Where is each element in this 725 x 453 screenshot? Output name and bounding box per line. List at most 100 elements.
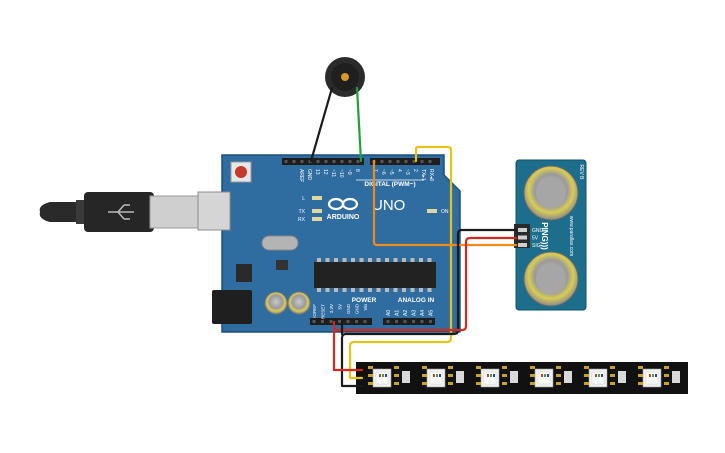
strip-pad xyxy=(448,366,453,369)
sensor-rev: REV B xyxy=(578,164,584,180)
chip-pin xyxy=(351,258,355,262)
header-pin xyxy=(355,320,358,323)
strip-pad xyxy=(368,374,373,377)
strip-pad xyxy=(476,382,481,385)
header-pin xyxy=(284,160,288,163)
chip-pin xyxy=(427,258,432,262)
pin-label-top: ~6 xyxy=(380,169,386,175)
strip-capacitor xyxy=(564,371,572,383)
usb-port xyxy=(197,191,231,231)
analog-pin-label: A3 xyxy=(412,310,418,316)
power-pin-label: 3.3V xyxy=(329,304,334,313)
wire-5v xyxy=(332,236,518,372)
header-pin xyxy=(356,160,360,163)
strip-pad xyxy=(530,382,535,385)
header-pin xyxy=(386,320,390,323)
strip-pad xyxy=(556,382,561,385)
sensor-pin-label: GND xyxy=(532,228,544,234)
header-pin xyxy=(404,160,408,163)
analog-pin-label: A5 xyxy=(429,310,435,316)
chip-pin xyxy=(410,288,415,292)
sensor-vendor: www.parallax.com xyxy=(568,216,574,256)
strip-pad xyxy=(502,366,507,369)
header-pin xyxy=(324,160,328,163)
analog-pin-label: A0 xyxy=(386,310,392,316)
strip-pad xyxy=(394,382,399,385)
pin-label-top: ~11 xyxy=(330,169,336,177)
pin-label-top: 13 xyxy=(314,169,320,175)
header-pin xyxy=(332,160,336,163)
header-pin xyxy=(316,160,320,163)
analog-pin-label: A4 xyxy=(420,310,426,316)
neopixel-led xyxy=(530,366,572,388)
strip-pad xyxy=(422,374,427,377)
pin-label-top: 12 xyxy=(322,169,328,175)
chip-pin xyxy=(376,288,381,292)
neopixel-led xyxy=(476,366,518,388)
chip-pin xyxy=(359,288,364,292)
neopixel-led xyxy=(422,366,464,388)
usb-cable xyxy=(39,192,199,232)
chip-pin xyxy=(334,288,338,292)
chip-pin xyxy=(359,258,364,262)
chip-pin xyxy=(419,288,423,292)
pin-label-top: ~5 xyxy=(388,169,394,175)
pin-label-top: ~9 xyxy=(346,169,352,175)
header-pin xyxy=(340,160,344,163)
neopixel-led xyxy=(638,366,680,388)
power-pin-label: GND xyxy=(355,303,360,314)
sensor-pin xyxy=(518,228,527,232)
header-pin xyxy=(420,320,424,323)
chip-pin xyxy=(351,288,355,292)
sensor-pin-label: 5V xyxy=(532,236,539,242)
chip-pin xyxy=(342,288,347,292)
chip-pin xyxy=(419,258,423,262)
logo-text: ARDUINO xyxy=(327,214,360,221)
pin-label-top: TX▸1 xyxy=(420,169,426,181)
power-pin-label: GND xyxy=(346,303,351,314)
pin-label-top: 2 xyxy=(412,169,418,172)
power-jack xyxy=(212,290,252,324)
header-pin xyxy=(363,320,367,323)
chip-pin xyxy=(427,288,432,292)
strip-capacitor xyxy=(510,371,518,383)
strip-pad xyxy=(584,366,589,369)
chip-pin xyxy=(402,288,406,292)
strip-pad xyxy=(556,374,561,377)
strip-pad xyxy=(368,382,373,385)
led-l-label: L xyxy=(302,196,305,202)
strip-pad xyxy=(664,382,669,385)
sensor-pin-label: SIG xyxy=(532,243,541,249)
header-pin xyxy=(312,320,316,323)
wire-buzzer-gnd xyxy=(309,86,334,163)
chip-pin xyxy=(385,288,389,292)
crystal xyxy=(261,235,299,251)
header-pin xyxy=(348,160,352,163)
chip-pin xyxy=(368,258,372,262)
strip-capacitor xyxy=(618,371,626,383)
chip-pin xyxy=(410,258,415,262)
chip-pin xyxy=(325,288,330,292)
strip-pad xyxy=(394,366,399,369)
header-pin xyxy=(412,160,416,163)
strip-pad xyxy=(530,374,535,377)
header-pin xyxy=(346,320,350,323)
strip-pad xyxy=(638,374,643,377)
power-pin-label: RESET xyxy=(321,304,326,319)
capacitor xyxy=(287,291,311,315)
analog-pin-label: A1 xyxy=(395,310,401,316)
model-label: UNO xyxy=(372,197,405,214)
header-pin xyxy=(429,320,432,323)
strip-pad xyxy=(368,366,373,369)
pin-label-top: ~10 xyxy=(338,169,344,178)
chip-pin xyxy=(325,258,330,262)
header-analog xyxy=(383,318,435,325)
strip-capacitor xyxy=(672,371,680,383)
strip-capacitor xyxy=(456,371,464,383)
pin-label-top: 8 xyxy=(354,169,360,172)
strip-pad xyxy=(610,382,615,385)
power-pin-label: 5V xyxy=(338,304,343,310)
chip-pin xyxy=(385,258,389,262)
digital-header-label: DIGITAL (PWM~) xyxy=(364,181,415,188)
